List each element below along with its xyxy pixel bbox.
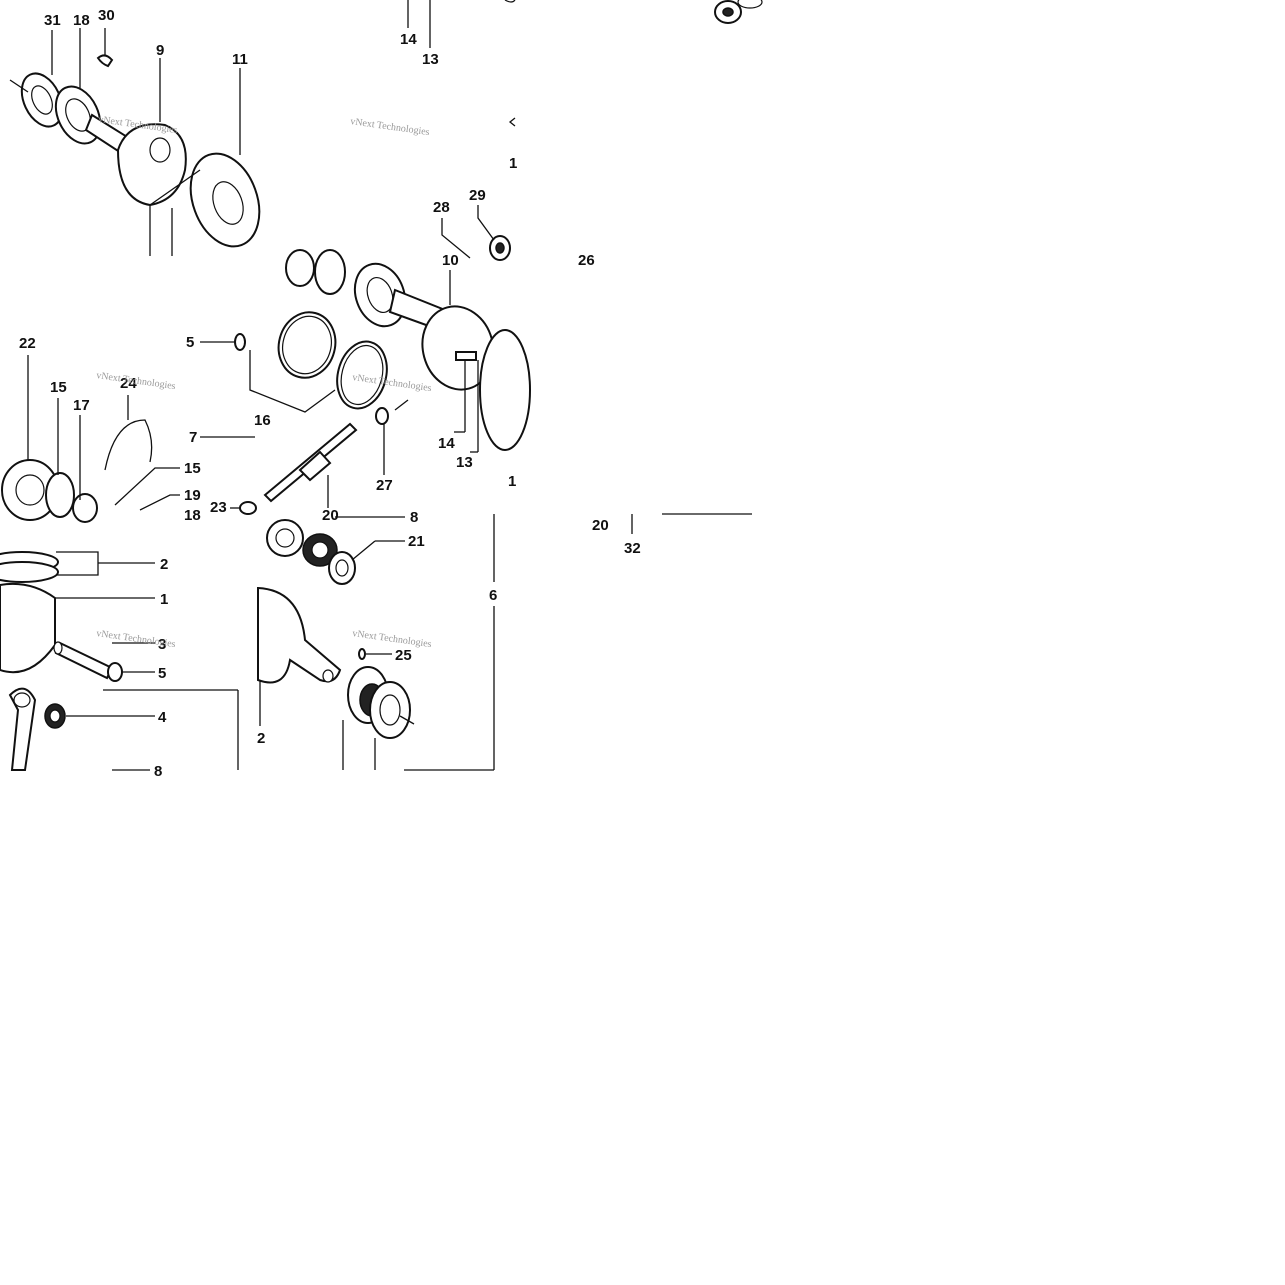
watermark: vNext Technologies <box>352 628 433 650</box>
washer-27 <box>375 407 389 425</box>
callout-9: 9 <box>156 42 164 59</box>
piston-pin-3 <box>54 641 114 680</box>
callout-1: 1 <box>508 473 516 490</box>
callout-15: 15 <box>50 379 67 396</box>
tile-top-right: 1 <box>504 0 763 172</box>
callout-24: 24 <box>120 375 137 392</box>
circlip-24 <box>104 419 153 471</box>
tile-middle-left: 22 15 17 24 5 7 15 19 18 23 vNext Techno… <box>1 333 257 524</box>
watermark: vNext Technologies <box>96 628 177 650</box>
crank-half <box>257 586 342 684</box>
tile-right-middle: 20 32 <box>592 513 752 557</box>
callout-23: 23 <box>210 499 227 516</box>
tile-piston: 2 1 3 5 4 8 vNext Technologies <box>0 551 239 780</box>
callout-14: 14 <box>400 31 417 48</box>
circlip-5-lower <box>107 662 123 682</box>
watermark: vNext Technologies <box>350 116 431 138</box>
callout-2: 2 <box>257 730 265 747</box>
callout-14: 14 <box>438 435 455 452</box>
callout-22: 22 <box>19 335 36 352</box>
callout-27: 27 <box>376 477 393 494</box>
tile-crank-right: 28 29 10 26 16 14 13 27 1 20 vNext Techn… <box>200 187 595 524</box>
callout-20: 20 <box>592 517 609 534</box>
circlip-5 <box>234 333 246 351</box>
callout-18: 18 <box>73 12 90 29</box>
connecting-rod <box>8 687 37 771</box>
callout-28: 28 <box>433 199 450 216</box>
callout-21: 21 <box>408 533 425 550</box>
crank-web-9 <box>116 123 187 207</box>
callout-13: 13 <box>456 454 473 471</box>
woodruff-key-30 <box>96 54 114 68</box>
callout-19: 19 <box>184 487 201 504</box>
callout-25: 25 <box>395 647 412 664</box>
tile-crank-pin: 8 21 25 6 2 vNext Technologies <box>257 509 497 771</box>
callout-20: 20 <box>322 507 339 524</box>
callout-1: 1 <box>160 591 168 608</box>
callout-30: 30 <box>98 7 115 24</box>
callout-32: 32 <box>624 540 641 557</box>
callout-26: 26 <box>578 252 595 269</box>
callout-15: 15 <box>184 460 201 477</box>
callout-13: 13 <box>422 51 439 68</box>
tile-crank-left: 31 18 30 9 11 14 13 vNext Technologies v… <box>9 0 439 256</box>
callout-3: 3 <box>158 636 166 653</box>
piston-1 <box>0 582 56 674</box>
callout-4: 4 <box>158 709 167 726</box>
callout-5: 5 <box>186 334 194 351</box>
callout-6: 6 <box>489 587 497 604</box>
callout-7: 7 <box>189 429 197 446</box>
callout-1: 1 <box>509 155 517 172</box>
callout-11: 11 <box>232 51 248 68</box>
pin-25 <box>358 648 366 660</box>
callout-8: 8 <box>154 763 162 780</box>
callout-10: 10 <box>442 252 459 269</box>
callout-18: 18 <box>184 507 201 524</box>
callout-31: 31 <box>44 12 61 29</box>
callout-16: 16 <box>254 412 271 429</box>
callout-8: 8 <box>410 509 418 526</box>
callout-5: 5 <box>158 665 166 682</box>
callout-2: 2 <box>160 556 168 573</box>
callout-17: 17 <box>73 397 90 414</box>
callout-29: 29 <box>469 187 486 204</box>
